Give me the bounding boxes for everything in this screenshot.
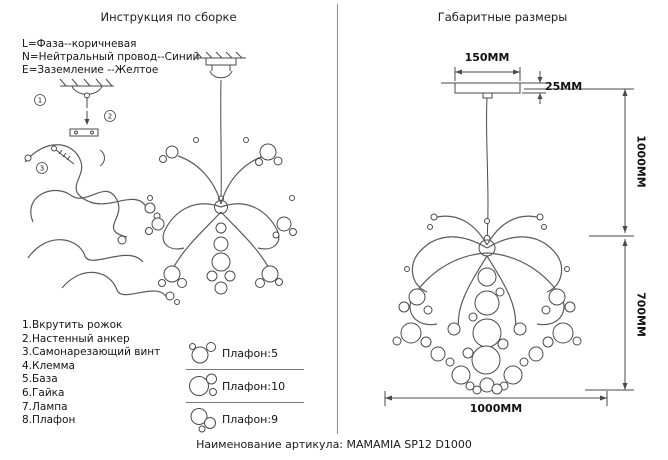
dim-label-body-width: 1000MM <box>469 402 523 415</box>
svg-text:2: 2 <box>108 113 112 121</box>
assembly-step: 8.Плафон <box>22 414 76 427</box>
shade-cluster-icon <box>189 373 217 396</box>
dim-canopy-height <box>522 71 546 104</box>
callout-2: 2 <box>104 110 116 122</box>
shade-cluster-icon <box>189 342 216 364</box>
panel-divider <box>337 4 338 434</box>
chandelier-sketch <box>145 51 297 295</box>
assembly-step: 1.Вкрутить рожок <box>22 319 123 331</box>
article-name: Наименование артикула: MAMAMIA SP12 D100… <box>196 438 472 451</box>
legend-row: Плафон:9 <box>186 403 304 435</box>
assembly-steps-list: 1.Вкрутить рожок 2.Настенный анкер 3.Сам… <box>22 319 160 428</box>
legend-label: Плафон:10 <box>222 379 286 393</box>
mounting-parts-detail: 1 2 3 <box>34 78 116 174</box>
callout-3: 3 <box>36 162 48 174</box>
legend-row: Плафон:5 <box>186 337 304 370</box>
shade-count-legend: Плафон:5 Плафон:10 Плафон:9 <box>186 337 304 435</box>
chandelier-body <box>392 213 582 395</box>
legend-label: Плафон:5 <box>222 346 279 360</box>
wiring-line-ground: E=Заземление --Желтое <box>22 64 159 76</box>
dim-suspension-height <box>524 88 634 237</box>
dim-label-body-height: 700MM <box>634 292 648 337</box>
ceiling-plate <box>441 82 537 99</box>
legend-row: Плафон:10 <box>186 370 304 403</box>
left-panel-title: Инструкция по сборке <box>100 10 237 24</box>
assembly-step: 3.Самонарезающий винт <box>22 346 161 359</box>
dim-label-canopy-width: 150MM <box>464 51 510 64</box>
assembly-step: 2.Настенный анкер <box>22 332 130 345</box>
dim-body-height <box>585 239 634 391</box>
dim-label-canopy-height: 25MM <box>545 80 583 93</box>
dim-canopy-width <box>454 67 521 81</box>
assembly-step: 4.Клемма <box>22 359 75 372</box>
svg-text:1: 1 <box>38 97 42 105</box>
assembly-step: 6.Гайка <box>22 386 65 399</box>
svg-text:3: 3 <box>40 165 44 173</box>
callout-1: 1 <box>34 94 46 106</box>
suspension-cable <box>486 97 489 242</box>
wiring-legend: L=Фаза--коричневая N=Нейтральный провод-… <box>22 38 199 77</box>
right-panel-title: Габаритные размеры <box>437 10 568 24</box>
suspension-cable-sketch <box>220 79 222 201</box>
wiring-line-phase: L=Фаза--коричневая <box>22 38 137 50</box>
dim-label-suspension-height: 1000MM <box>634 135 648 188</box>
dimension-drawing <box>384 67 634 406</box>
dim-body-width <box>384 391 608 406</box>
assembly-step: 5.База <box>22 373 58 386</box>
shade-cluster-icon <box>190 408 216 433</box>
chandelier-arms-sketch <box>24 144 180 305</box>
wiring-line-neutral: N=Нейтральный провод--Синий <box>22 51 200 63</box>
assembly-illustration: 1 2 3 <box>24 51 297 305</box>
legend-label: Плафон:9 <box>222 412 279 426</box>
assembly-step: 7.Лампа <box>22 400 68 413</box>
